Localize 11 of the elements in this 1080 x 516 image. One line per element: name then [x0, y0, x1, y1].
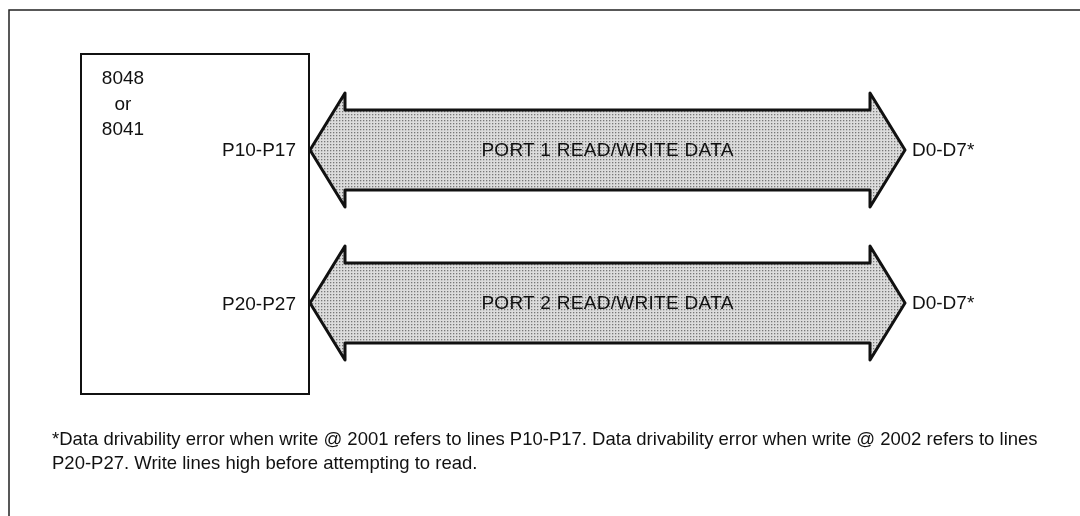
pin-label: P10-P17	[222, 138, 296, 162]
footnote: *Data drivability error when write @ 2001 refers to lines P10-P17. Data drivability error when write @ 2002 refers to lines P20-P27. Write lines high before attempting to read.	[52, 427, 1039, 476]
chip-box	[80, 53, 310, 395]
bus-arrow	[308, 91, 907, 209]
signal-label: D0-D7*	[912, 136, 992, 164]
edge-label: PORT 1 READ/WRITE DATA	[481, 139, 734, 161]
edge-label: PORT 2 READ/WRITE DATA	[481, 292, 734, 314]
chip-label: 8048 or 8041	[100, 66, 146, 142]
signal-label: D0-D7*	[912, 289, 992, 317]
bus-arrow	[308, 244, 907, 362]
pin-label: P20-P27	[222, 292, 296, 316]
